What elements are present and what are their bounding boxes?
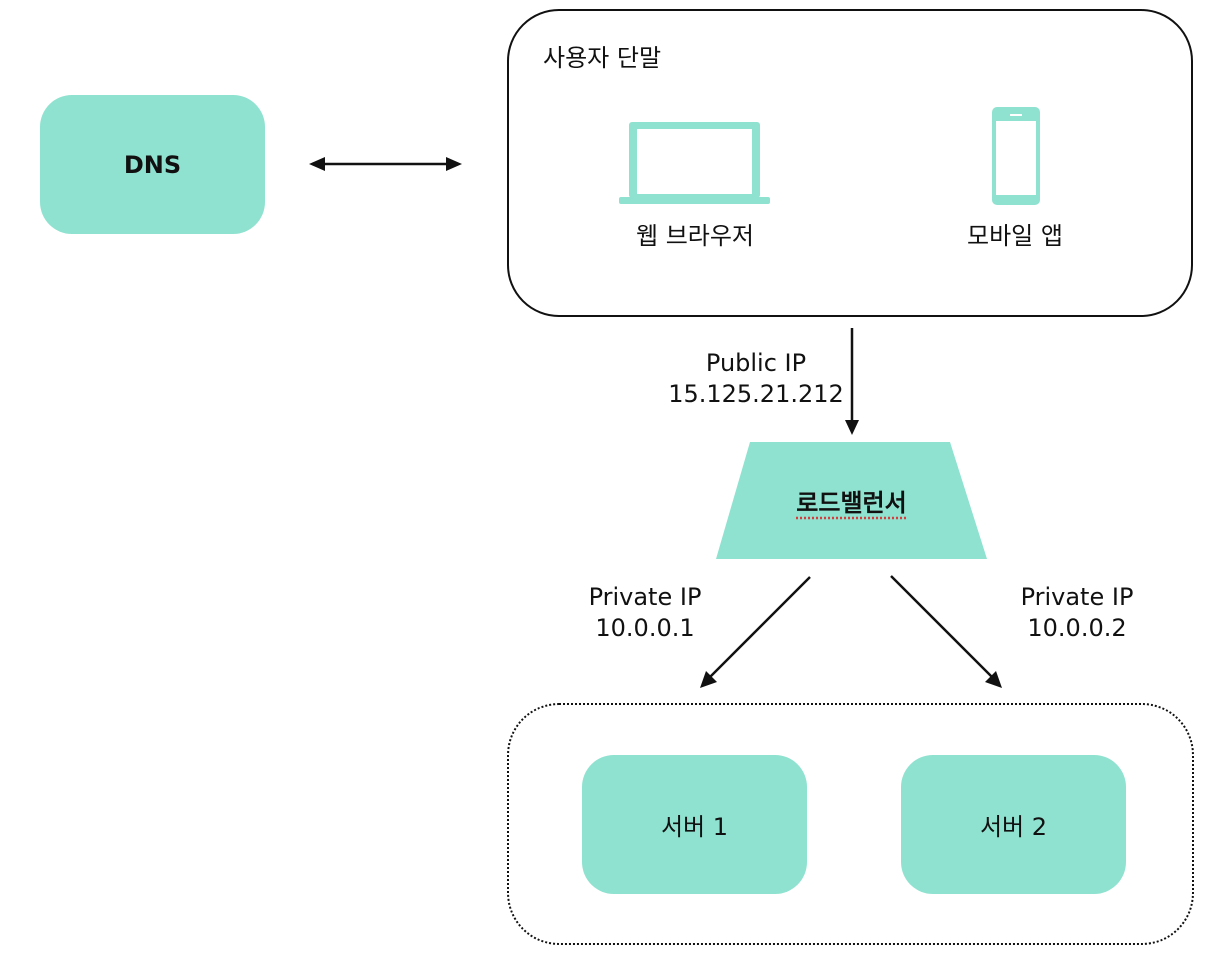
client-group-title: 사용자 단말 — [543, 44, 662, 72]
dns-label: DNS — [123, 150, 182, 179]
server-1-label: 서버 1 — [660, 813, 729, 841]
dns-node: DNS — [40, 95, 265, 234]
private-ip-1-label: Private IP 10.0.0.1 — [560, 582, 730, 644]
private-ip-2-address: 10.0.0.2 — [1027, 614, 1127, 642]
server-1-node: 서버 1 — [582, 755, 807, 894]
client-device-group — [507, 9, 1193, 317]
mobile-app-label: 모바일 앱 — [967, 222, 1063, 250]
public-ip-title: Public IP — [705, 349, 807, 377]
public-ip-address: 15.125.21.212 — [668, 380, 844, 408]
private-ip-1-arrow — [700, 576, 811, 688]
web-browser-label: 웹 브라우저 — [635, 222, 755, 250]
public-ip-label: Public IP 15.125.21.212 — [660, 348, 852, 410]
public-ip-arrow — [845, 328, 859, 435]
private-ip-2-title: Private IP — [1020, 583, 1134, 611]
private-ip-2-arrow — [890, 575, 1002, 688]
load-balancer-label: 로드밸런서 — [796, 489, 907, 517]
server-group — [507, 703, 1194, 945]
server-2-label: 서버 2 — [979, 813, 1048, 841]
mobile-phone-icon — [992, 107, 1040, 205]
private-ip-2-label: Private IP 10.0.0.2 — [992, 582, 1162, 644]
dns-client-arrow — [309, 157, 462, 171]
load-balancer-shape — [716, 442, 987, 559]
private-ip-1-address: 10.0.0.1 — [595, 614, 695, 642]
server-2-node: 서버 2 — [901, 755, 1126, 894]
laptop-icon — [619, 122, 770, 204]
load-balancer-node: 로드밸런서 — [716, 442, 987, 559]
private-ip-1-title: Private IP — [588, 583, 702, 611]
